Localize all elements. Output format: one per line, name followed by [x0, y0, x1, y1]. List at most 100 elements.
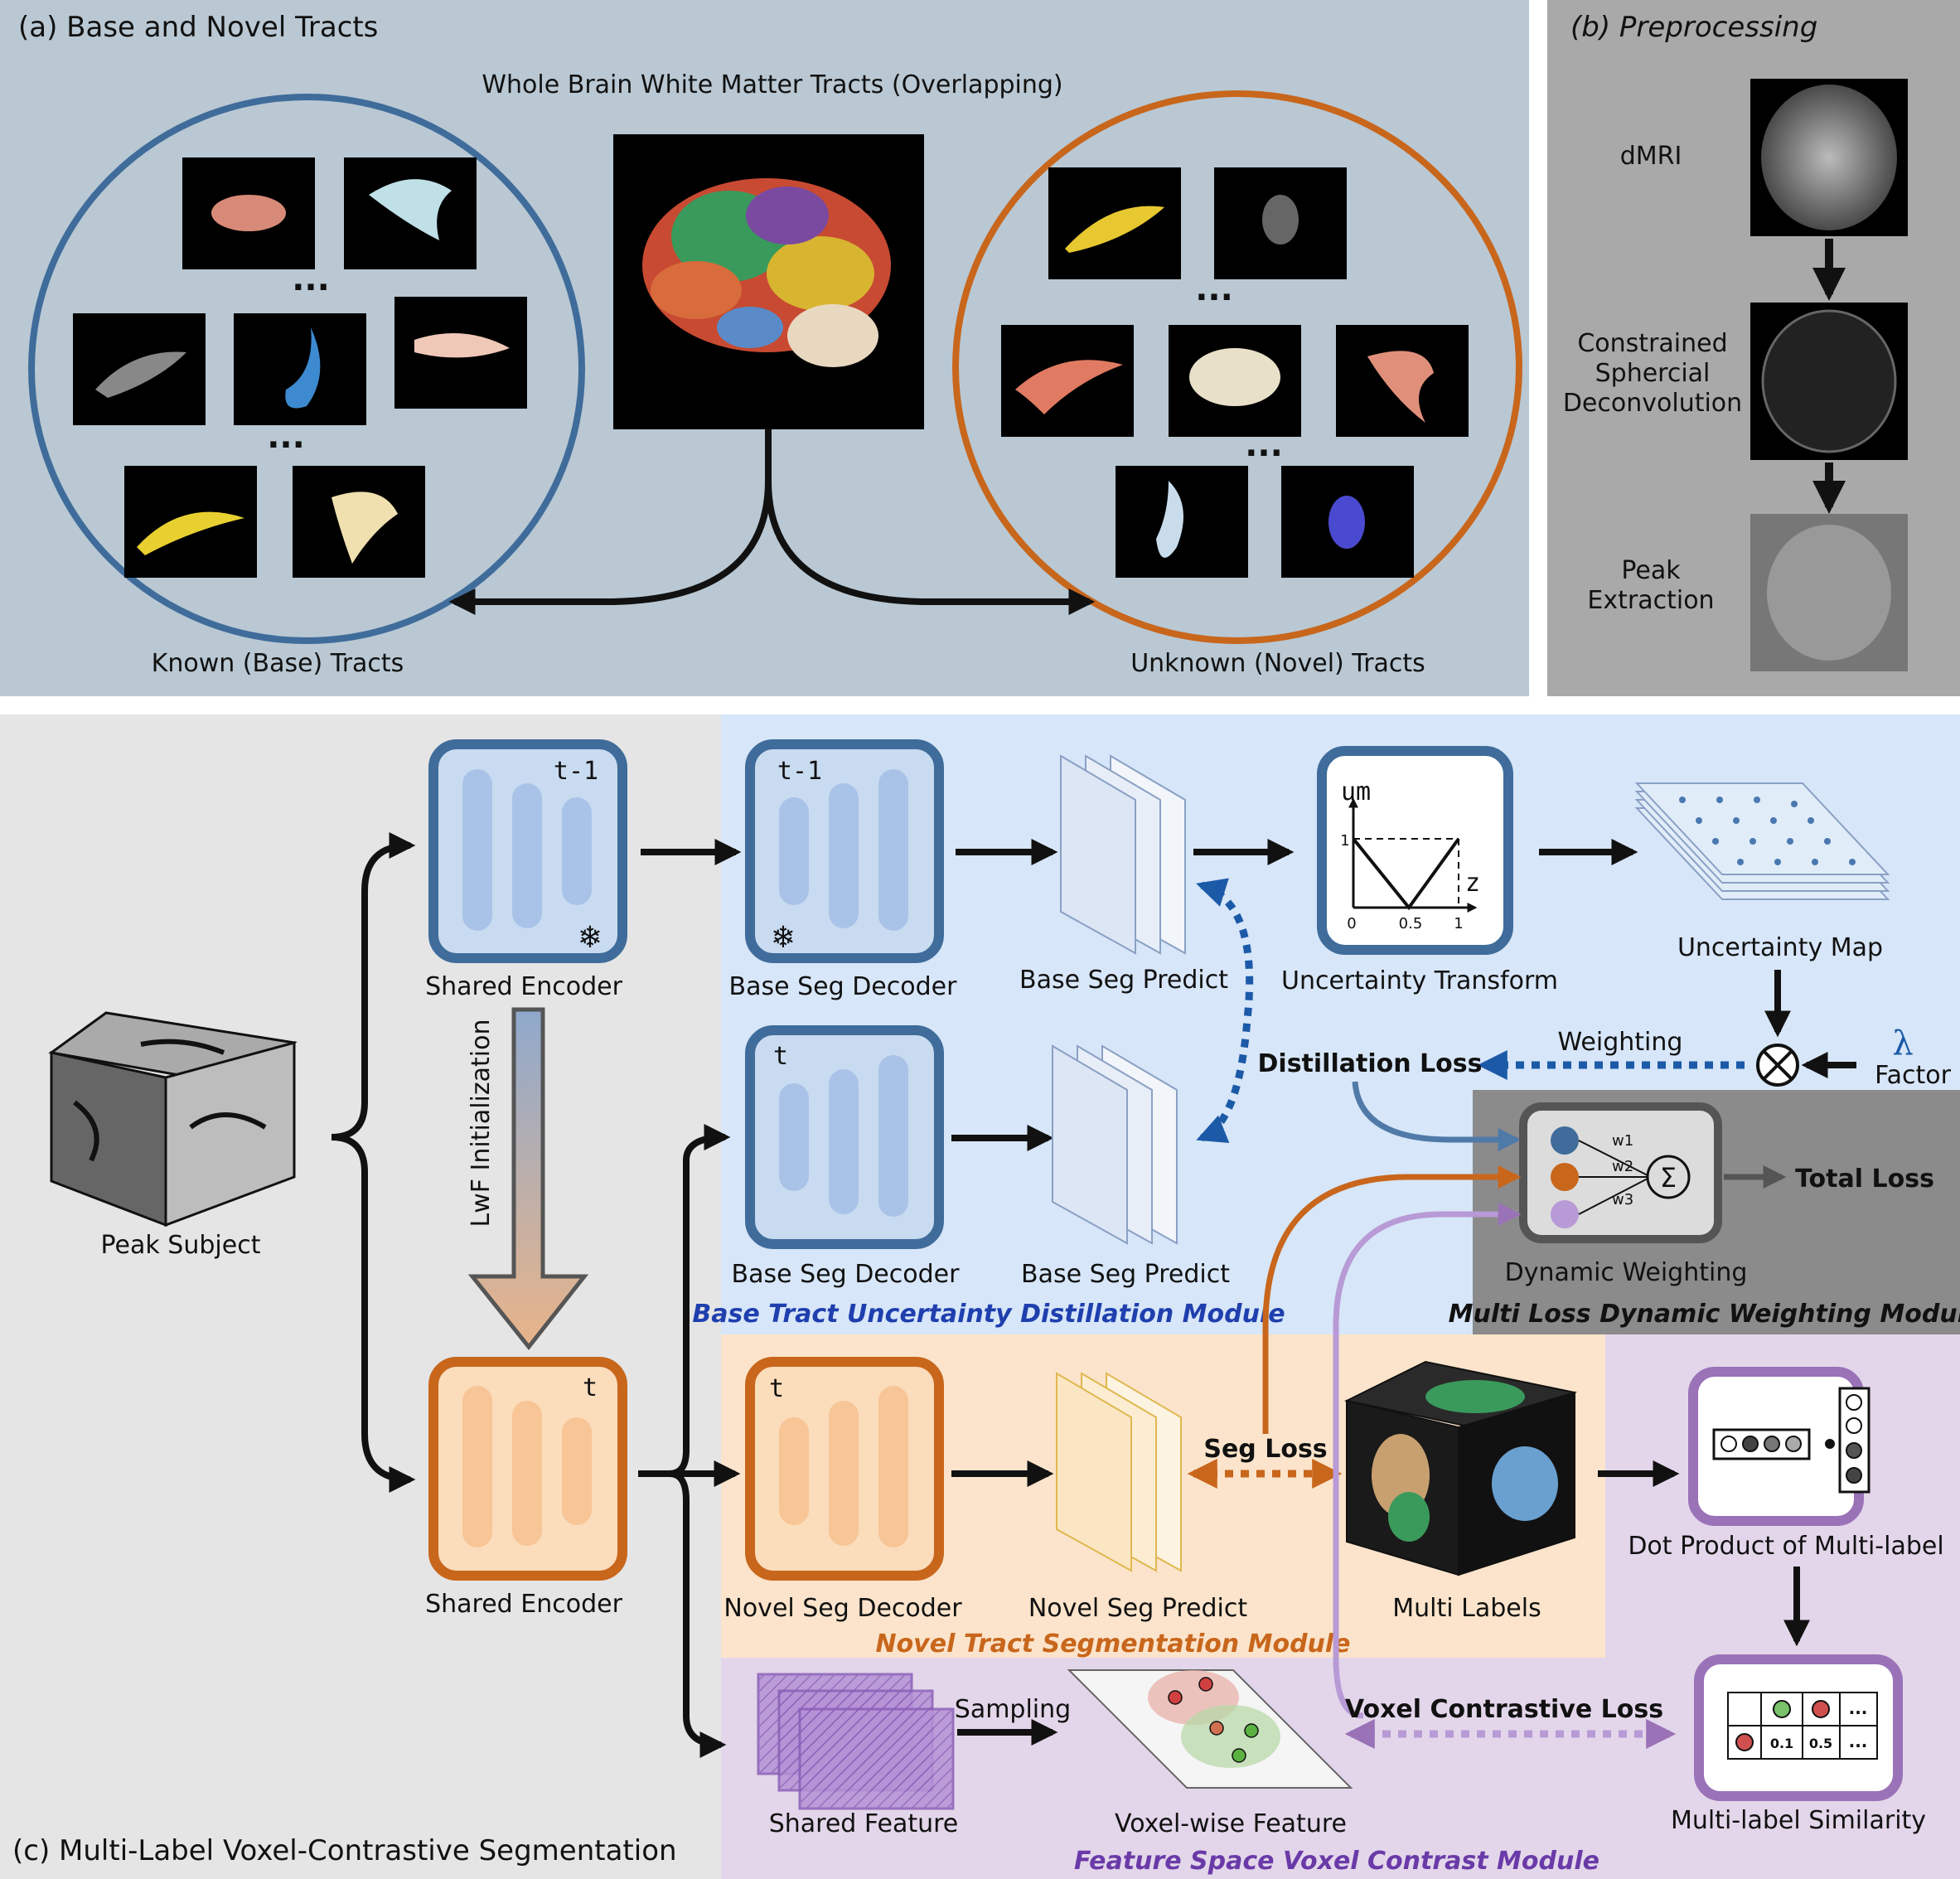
weight-w1: w1	[1612, 1132, 1633, 1150]
base-tracts-circle	[28, 94, 585, 644]
distillation-loss-label: Distillation Loss	[1258, 1049, 1483, 1078]
distillation-link	[1196, 878, 1254, 1143]
multi-labels-label: Multi Labels	[1392, 1594, 1541, 1623]
panel-b: (b) Preprocessing dMRI Constrained Spher…	[1547, 0, 1960, 696]
ut-tick-1x: 1	[1454, 915, 1463, 932]
uncertainty-transform-label: Uncertainty Transform	[1281, 966, 1558, 995]
dmri-label: dMRI	[1620, 142, 1682, 171]
seg-loss-label: Seg Loss	[1203, 1435, 1327, 1464]
encoder-new-step: t	[583, 1373, 598, 1402]
multi-labels-cube	[1343, 1360, 1578, 1576]
peak-label-2: Extraction	[1587, 586, 1714, 615]
panel-a: (a) Base and Novel Tracts Whole Brain Wh…	[0, 0, 1529, 696]
lwf-label: LwF Initialization	[467, 1019, 496, 1228]
csd-label-1: Constrained	[1577, 329, 1727, 358]
shared-encoder-old-label: Shared Encoder	[425, 972, 622, 1001]
csd-label-3: Deconvolution	[1563, 389, 1742, 418]
whole-brain-label: Whole Brain White Matter Tracts (Overlap…	[482, 70, 1062, 99]
arrow-to-novel	[765, 429, 1096, 615]
snowflake-icon: ❄	[771, 921, 796, 955]
panel-c-title: (c) Multi-Label Voxel-Contrastive Segmen…	[12, 1834, 677, 1867]
sampling-label: Sampling	[955, 1695, 1071, 1724]
csd-label-2: Sphercial	[1595, 359, 1711, 388]
base-seg-decoder-old: ❄ t-1	[745, 739, 944, 963]
ut-tick-05: 0.5	[1399, 915, 1423, 932]
novel-seg-decoder-label: Novel Seg Decoder	[724, 1594, 962, 1623]
dot-product-label: Dot Product of Multi-label	[1628, 1532, 1943, 1561]
snowflake-icon: ❄	[578, 921, 603, 955]
shared-feature-label: Shared Feature	[769, 1809, 959, 1838]
panel-b-title: (b) Preprocessing	[1570, 11, 1817, 44]
whole-brain-image	[613, 134, 924, 429]
multiply-icon	[1756, 1044, 1799, 1087]
novel-ellipsis-1: ...	[1195, 270, 1233, 308]
sum-icon: Σ	[1660, 1162, 1677, 1194]
base-seg-predict-old	[1060, 754, 1186, 955]
shared-feature	[757, 1673, 955, 1810]
arrow-distill-to-dw	[1352, 1081, 1522, 1151]
peak-label-1: Peak	[1621, 556, 1681, 585]
arrow-contrast-to-dw	[1333, 1203, 1522, 1719]
decoder-new-step: t	[773, 1042, 788, 1071]
sim-value-01: 0.1	[1770, 1736, 1793, 1751]
voxel-contrastive-loss-label: Voxel Contrastive Loss	[1345, 1695, 1663, 1724]
factor-label: Factor	[1875, 1061, 1951, 1090]
weighting-label: Weighting	[1558, 1028, 1683, 1057]
base-seg-predict-old-label: Base Seg Predict	[1019, 966, 1228, 995]
multi-loss-module-label: Multi Loss Dynamic Weighting Module	[1449, 1300, 1960, 1329]
ut-tick-1y: 1	[1340, 832, 1349, 850]
novel-ellipsis-2: ...	[1245, 426, 1283, 464]
decoder-old-step: t-1	[777, 757, 822, 786]
novel-seg-predict	[1056, 1372, 1182, 1572]
dynamic-weighting-label: Dynamic Weighting	[1505, 1258, 1748, 1287]
novel-seg-predict-label: Novel Seg Predict	[1028, 1594, 1248, 1623]
sim-value-05: 0.5	[1809, 1736, 1832, 1751]
uncertainty-transform: um z 1 0 0.5 1	[1317, 746, 1513, 955]
uncertainty-map	[1634, 782, 1890, 900]
feature-module-label: Feature Space Voxel Contrast Module	[1074, 1847, 1599, 1876]
panel-c: (c) Multi-Label Voxel-Contrastive Segmen…	[0, 714, 1960, 1879]
decoder-novel-step: t	[769, 1374, 784, 1403]
voxel-feature-label: Voxel-wise Feature	[1115, 1809, 1347, 1838]
base-ellipsis-2: ...	[267, 418, 305, 456]
shared-encoder-old: ❄ t-1	[428, 739, 627, 963]
base-seg-predict-new-label: Base Seg Predict	[1021, 1260, 1230, 1289]
weight-w2: w2	[1612, 1158, 1633, 1175]
dot-product-box	[1688, 1367, 1870, 1526]
multi-label-similarity-label: Multi-label Similarity	[1671, 1806, 1926, 1835]
base-seg-decoder-new: t	[745, 1025, 944, 1249]
sim-ellipsis-1: ...	[1849, 1698, 1868, 1718]
base-seg-predict-new	[1052, 1044, 1178, 1245]
ut-tick-0: 0	[1347, 915, 1356, 932]
voxel-feature-plane	[1067, 1669, 1353, 1789]
peak-subject-cube	[48, 1011, 298, 1228]
uncertainty-map-label: Uncertainty Map	[1677, 933, 1883, 962]
base-seg-decoder-old-label: Base Seg Decoder	[729, 972, 958, 1001]
unknown-tracts-label: Unknown (Novel) Tracts	[1130, 649, 1425, 678]
panel-a-title: (a) Base and Novel Tracts	[18, 11, 378, 44]
dynamic-weighting: Σ w1 w2 w3	[1519, 1102, 1722, 1243]
sim-ellipsis-2: ...	[1849, 1731, 1868, 1751]
known-tracts-label: Known (Base) Tracts	[152, 649, 404, 678]
base-module-label: Base Tract Uncertainty Distillation Modu…	[692, 1300, 1285, 1329]
ut-axis-um: um	[1341, 777, 1371, 806]
encoder-old-step: t-1	[554, 757, 598, 786]
multi-label-similarity-box: 0.1 0.5 ... ...	[1694, 1654, 1903, 1801]
base-seg-decoder-new-label: Base Seg Decoder	[732, 1260, 961, 1289]
base-ellipsis-1: ...	[292, 260, 330, 298]
brace-split-lower	[331, 1134, 416, 1493]
ut-axis-z: z	[1465, 869, 1480, 898]
total-loss-label: Total Loss	[1795, 1165, 1934, 1194]
peak-subject-label: Peak Subject	[101, 1231, 261, 1260]
base-tract-thumbnails: ... ...	[73, 157, 527, 578]
arrow-enc-to-feature	[669, 1470, 727, 1758]
novel-tracts-circle	[952, 90, 1522, 644]
brace-split	[331, 832, 416, 1140]
shared-encoder-new: t	[428, 1357, 627, 1581]
novel-module-label: Novel Tract Segmentation Module	[875, 1630, 1350, 1659]
novel-seg-decoder: t	[745, 1357, 944, 1581]
lwf-arrow: LwF Initialization	[467, 1007, 589, 1351]
shared-encoder-new-label: Shared Encoder	[425, 1590, 622, 1619]
weight-w3: w3	[1612, 1191, 1633, 1208]
